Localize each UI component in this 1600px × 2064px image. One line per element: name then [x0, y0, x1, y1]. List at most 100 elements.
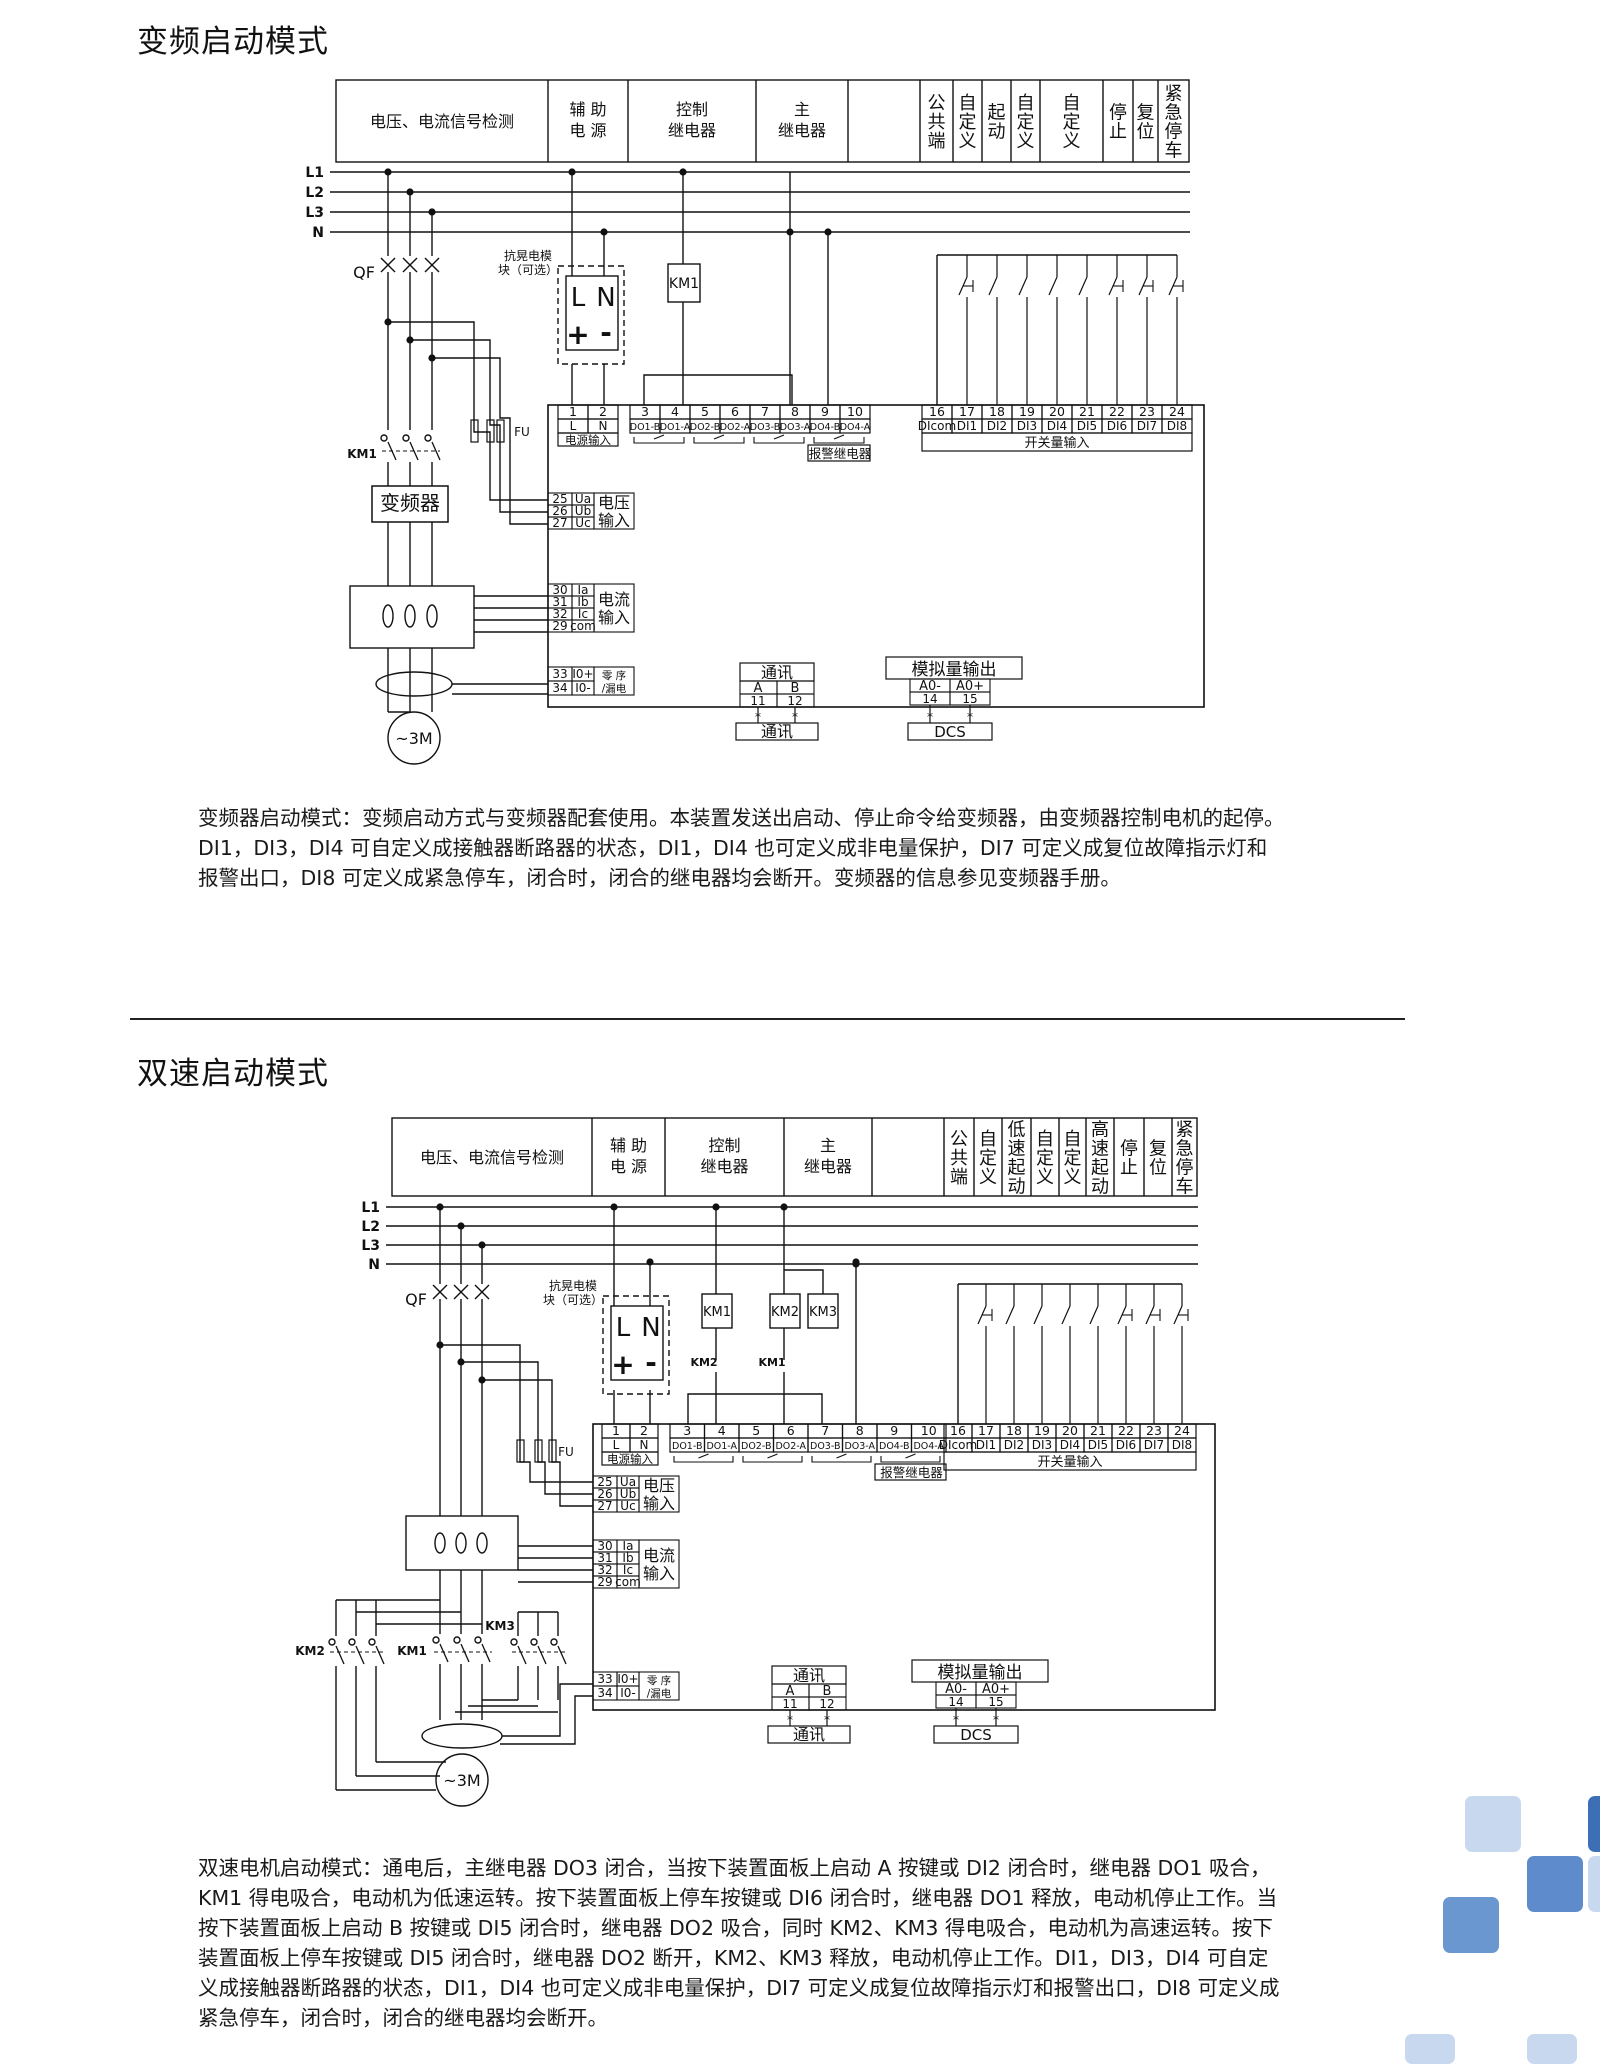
- module-note: 抗晃电模: [549, 1278, 597, 1293]
- description-line: DI1，DI3，DI4 可自定义成接触器断路器的状态，DI1，DI4 也可定义成…: [198, 836, 1268, 860]
- junction-dot: [852, 1258, 860, 1266]
- voltage-terminal-label: 电压: [598, 493, 630, 512]
- relay-jumper: [643, 374, 793, 405]
- header-col-label: 定: [1017, 112, 1035, 133]
- di-terminal-signal: DI4: [1060, 1438, 1080, 1452]
- power-terminal-number: 1: [612, 1423, 620, 1438]
- di-terminal-signal: DI2: [987, 419, 1007, 433]
- contactor-blade: [355, 1645, 365, 1665]
- current-terminal-number: 30: [552, 583, 567, 597]
- control-relay-label: KM1: [703, 1305, 731, 1320]
- km3-label: KM3: [485, 1619, 515, 1633]
- bus-line-label: L3: [305, 205, 324, 221]
- current-terminal-label: 电流: [598, 590, 630, 609]
- di-terminal-signal: DI3: [1032, 1438, 1052, 1452]
- contactor-blade: [517, 1645, 527, 1665]
- decor-square: [1443, 1897, 1499, 1953]
- comm-bus-box: [767, 1725, 851, 1744]
- voltage-terminal-number: 26: [552, 504, 567, 518]
- header-col-label: 定: [959, 112, 977, 133]
- contactor-blade: [481, 1643, 491, 1663]
- di-terminal-signal: DI7: [1144, 1438, 1164, 1452]
- contactor-contact: [530, 1638, 538, 1646]
- km2-label: KM2: [295, 1644, 325, 1658]
- header-col-label: 自: [1017, 93, 1035, 114]
- module-n-terminal: N: [596, 283, 615, 313]
- relay-contact-symbol: [753, 437, 805, 444]
- voltage-terminal-label: 电压: [643, 1476, 675, 1495]
- comm-number: 12: [787, 694, 802, 708]
- current-terminal-number: 31: [597, 1551, 612, 1565]
- di-terminal-signal: DI1: [957, 419, 977, 433]
- contactor-contact: [328, 1638, 336, 1646]
- breaker-contact: [432, 1284, 448, 1300]
- alarm-relay-label: 报警继电器: [880, 1465, 943, 1480]
- alarm-relay-cell: [874, 1463, 947, 1481]
- do-terminal-signal: DO4-A: [840, 422, 871, 433]
- comm-number: 12: [819, 1697, 834, 1711]
- relay-contact-blade: [713, 434, 725, 440]
- di-terminal-signal: DI3: [1017, 419, 1037, 433]
- relay-contact-blade: [905, 1453, 916, 1459]
- breaker-contact: [424, 257, 440, 273]
- bus-line-label: N: [368, 1257, 380, 1273]
- header-ctrl-label: 控制: [676, 100, 708, 119]
- header-col-label: 动: [988, 122, 1006, 143]
- vfd-label: 变频器: [380, 491, 440, 515]
- motor-symbol: [435, 1753, 489, 1807]
- comm-shield-mark: *: [787, 1713, 793, 1727]
- header-col-label: 义: [1063, 131, 1081, 152]
- ao-shield-mark: *: [927, 710, 933, 724]
- bus-line-label: L2: [305, 185, 324, 201]
- current-terminal-label: 电流: [643, 1546, 675, 1565]
- voltage-terminal-signal: Uc: [575, 516, 590, 530]
- header-col-label: 位: [1149, 1158, 1167, 1179]
- module-dashed-frame: [602, 1295, 670, 1395]
- power-terminal-number: 2: [599, 404, 607, 419]
- header-frame: [335, 79, 1190, 163]
- do-terminal-signal: DO1-B: [630, 422, 660, 433]
- relay-contact-symbol: [813, 437, 865, 444]
- do-terminal-number: 4: [671, 404, 679, 419]
- ao-signal: A0-: [945, 1682, 967, 1697]
- zero-seq-secondary: [502, 1683, 593, 1737]
- comm-signal: B: [791, 681, 800, 696]
- current-transformer: [404, 604, 416, 628]
- di-terminal-number: 23: [1146, 1423, 1162, 1438]
- header-col-label: 定: [1063, 112, 1081, 133]
- power-input-cell: [601, 1451, 659, 1466]
- power-input-cell: [557, 432, 619, 447]
- dcs-label: DCS: [934, 723, 966, 741]
- module-note: 块（可选）: [543, 1293, 603, 1307]
- current-terminal-number: 32: [552, 607, 567, 621]
- contactor-contact: [402, 434, 410, 442]
- header-col-label: 低: [1008, 1120, 1026, 1141]
- control-relay-coil: [701, 1293, 733, 1329]
- di-terminal-signal: DI6: [1116, 1438, 1136, 1452]
- voltage-terminal-signal: Ua: [575, 492, 591, 506]
- comm-bus-box: [735, 722, 819, 741]
- contactor-contact: [368, 1638, 376, 1646]
- header-col-label: 速: [1091, 1139, 1109, 1160]
- relay-jumper: [687, 1393, 823, 1424]
- alarm-relay-label: 报警继电器: [809, 446, 872, 461]
- do-terminal-signal: DO1-A: [660, 422, 691, 433]
- do-terminal-signal: DO1-B: [672, 1441, 702, 1452]
- section-divider: [130, 1018, 1405, 1020]
- header-aux-label: 电 源: [569, 121, 606, 140]
- relay-contact-symbol: [811, 1456, 872, 1463]
- section-1-description: 变频器启动模式：变频启动方式与变频器配套使用。本装置发送出启动、停止命令给变频器…: [198, 803, 1348, 893]
- di-switch-blade: [1005, 1305, 1015, 1325]
- voltage-terminal-label: 输入: [643, 1494, 675, 1513]
- contactor-contact: [510, 1638, 518, 1646]
- junction-dot: [824, 228, 832, 236]
- current-terminal-number: 32: [597, 1563, 612, 1577]
- power-terminal-number: 1: [569, 404, 577, 419]
- header-col-label: 停: [1176, 1158, 1194, 1179]
- relay-contact-symbol: [673, 1456, 734, 1463]
- di-terminal-number: 18: [1006, 1423, 1022, 1438]
- header-detect-label: 电压、电流信号检测: [420, 1148, 564, 1167]
- header-frame: [391, 1117, 1198, 1197]
- voltage-terminal-group-cell: [638, 1475, 680, 1513]
- breaker-label: QF: [353, 263, 375, 282]
